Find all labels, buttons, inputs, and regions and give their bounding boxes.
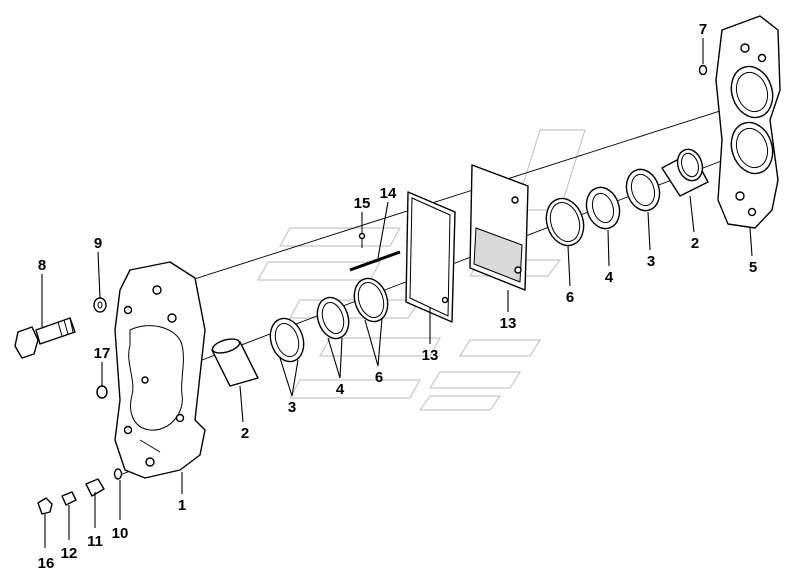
label-part-13-right: 13 (500, 315, 517, 332)
caliper-half-left (114, 261, 206, 479)
caliper-half-right (715, 15, 781, 229)
label-part-9: 9 (94, 235, 102, 252)
label-part-6-right: 6 (566, 289, 574, 306)
leader-lines (41, 38, 753, 548)
washer-9 (93, 297, 107, 313)
label-part-4-left: 4 (336, 381, 345, 398)
label-part-10: 10 (112, 525, 129, 542)
seal-ring-right (625, 168, 661, 212)
label-part-13-left: 13 (422, 347, 439, 364)
piston-left (211, 338, 259, 387)
pad-pin (349, 220, 401, 272)
label-part-1: 1 (178, 497, 186, 514)
label-part-5: 5 (749, 259, 757, 276)
dust-seal-right (585, 186, 621, 230)
bleed-screw-set (37, 468, 123, 515)
brake-pad-left (405, 191, 456, 323)
label-part-11: 11 (87, 533, 103, 550)
nipple-7 (698, 64, 708, 76)
label-part-3-left: 3 (288, 399, 296, 416)
retaining-ring-right (545, 197, 585, 247)
bolt (14, 317, 76, 359)
label-part-16: 16 (38, 555, 55, 572)
label-part-3-right: 3 (647, 253, 655, 270)
label-part-6-left: 6 (375, 369, 383, 386)
label-part-15: 15 (354, 195, 371, 212)
label-part-8: 8 (38, 257, 46, 274)
dust-seal-left (316, 296, 350, 340)
piston-right (661, 148, 709, 197)
retaining-ring-left (353, 277, 389, 323)
label-part-14: 14 (380, 185, 397, 202)
label-part-12: 12 (61, 545, 78, 562)
seal-ring-left (269, 317, 305, 363)
label-part-17: 17 (94, 345, 111, 362)
brake-pad-right (469, 164, 529, 291)
label-part-7: 7 (699, 21, 707, 38)
part-labels: 1 2 2 3 3 4 4 5 6 6 7 8 9 10 11 12 13 13… (38, 21, 758, 572)
label-part-2-left: 2 (241, 425, 249, 442)
label-part-2-right: 2 (691, 235, 699, 252)
washer-17 (96, 385, 108, 399)
label-part-4-right: 4 (605, 269, 614, 286)
